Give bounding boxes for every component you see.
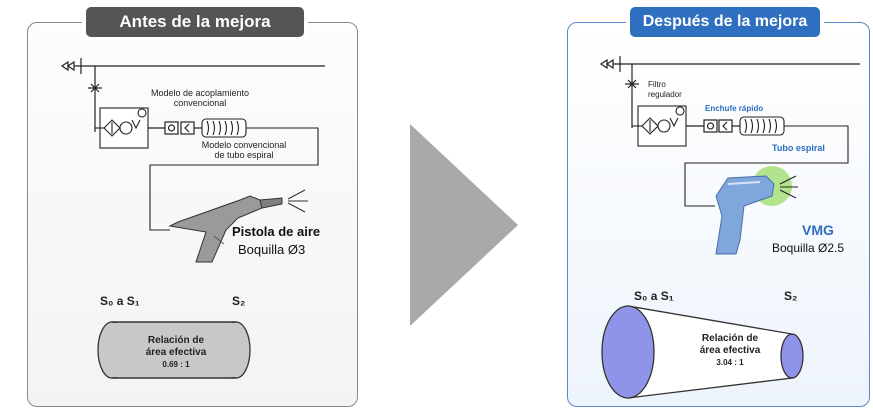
next-arrow-icon — [410, 124, 518, 326]
coupling-model-line1: Modelo de acoplamiento — [150, 88, 250, 98]
spray-icon-after — [779, 175, 798, 199]
tube-model-label: Modelo convencional de tubo espiral — [186, 140, 302, 160]
after-piping — [599, 56, 860, 128]
coupling-model-line2: convencional — [173, 98, 227, 108]
quick-coupling-label: Enchufe rápido — [705, 104, 764, 113]
filter-regulator-label: Filtro regulador — [648, 80, 682, 100]
s-left-after: S₀ a S₁ — [634, 289, 674, 303]
nozzle-label-before: Boquilla Ø3 — [238, 242, 306, 257]
cylinder-icon — [97, 321, 251, 379]
ratio-line1-after: Relación de — [701, 333, 759, 344]
filter-regulator-icon-after — [632, 105, 687, 147]
gun-label: Pistola de aire — [232, 224, 321, 239]
quick-coupling-icon — [686, 119, 740, 133]
ratio-line2-before: área efectiva — [145, 347, 207, 358]
ratio-line2-after: área efectiva — [699, 345, 761, 356]
after-title: Después de la mejora — [630, 7, 820, 37]
before-line-to-coupling — [148, 121, 202, 135]
product-name: VMG — [802, 222, 834, 238]
s-left-before: S₀ a S₁ — [100, 294, 140, 308]
nozzle-label-after: Boquilla Ø2.5 — [772, 241, 845, 255]
cone-icon — [601, 305, 804, 399]
spiral-tube-icon-after — [684, 116, 849, 207]
tube-model-line1: Modelo convencional — [201, 140, 287, 150]
tube-model-line2: de tubo espiral — [214, 150, 274, 160]
filter-line2: regulador — [648, 90, 682, 99]
air-gun-icon — [168, 195, 283, 263]
s-right-before: S₂ — [232, 294, 246, 308]
s-right-after: S₂ — [784, 289, 798, 303]
coupling-model-label: Modelo de acoplamiento convencional — [130, 88, 270, 108]
before-piping — [60, 58, 325, 132]
spiral-tube-label: Tubo espiral — [772, 143, 825, 153]
ratio-line1-before: Relación de — [147, 335, 205, 346]
ratio-value-after: 3.04 : 1 — [716, 358, 744, 367]
spiral-tube-icon — [149, 118, 319, 231]
ratio-box-before: Relación de área efectiva 0.69 : 1 — [126, 335, 226, 371]
spray-icon — [287, 189, 308, 213]
filter-line1: Filtro — [648, 80, 666, 89]
filter-regulator-icon — [95, 107, 149, 149]
ratio-box-after: Relación de área efectiva 3.04 : 1 — [690, 333, 770, 369]
vmg-gun-icon — [715, 166, 792, 255]
before-title: Antes de la mejora — [86, 7, 304, 37]
ratio-value-before: 0.69 : 1 — [162, 360, 190, 369]
